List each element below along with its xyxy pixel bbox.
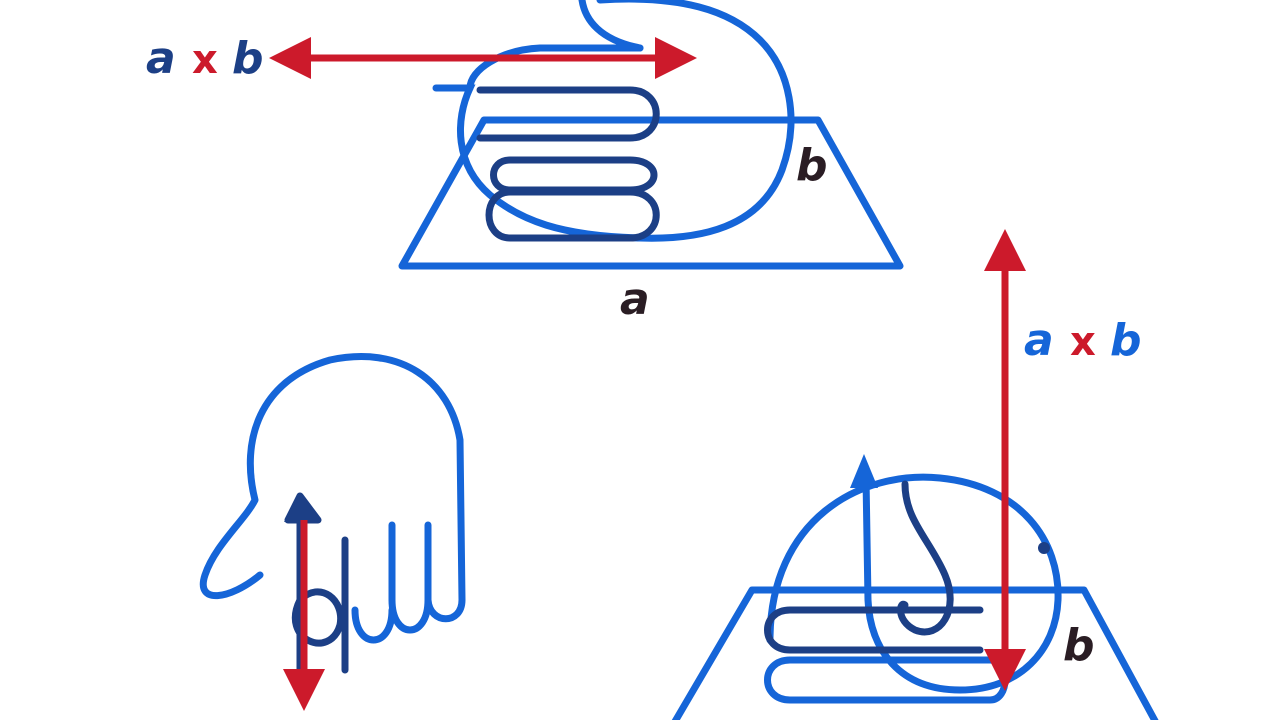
top-cross-label-a: a (146, 33, 176, 84)
right-cross-label-b: b (1110, 315, 1142, 366)
right-plane (671, 586, 1159, 720)
top-thumb (578, 0, 644, 52)
top-figure: a x b a b (146, 0, 904, 325)
right-vector-b-label: b (1063, 620, 1095, 671)
top-plane (398, 116, 904, 270)
top-hand-back (466, 44, 644, 92)
top-vector-b-label: b (796, 140, 828, 191)
right-thumb-arrowhead (850, 454, 878, 488)
top-cross-label-b: b (232, 33, 264, 84)
right-hand-outline (766, 473, 1062, 694)
down-hand-up-arrowhead (284, 496, 320, 522)
top-finger-1 (476, 86, 660, 142)
top-hand-outline (432, 0, 795, 242)
down-hand-outline (199, 353, 466, 644)
top-vector-a-label: a (620, 274, 650, 325)
bottom-right-figure: a x b b (671, 229, 1159, 720)
right-cross-label-x: x (1070, 319, 1096, 365)
right-cross-label-a: a (1024, 315, 1054, 366)
right-curl-dot (1038, 542, 1050, 554)
top-finger-2 (490, 156, 658, 194)
top-cross-label-x: x (192, 37, 218, 83)
bottom-left-figure (199, 353, 466, 711)
top-finger-3 (485, 188, 660, 242)
right-finger-2 (764, 656, 1009, 704)
right-finger-1 (764, 606, 984, 654)
